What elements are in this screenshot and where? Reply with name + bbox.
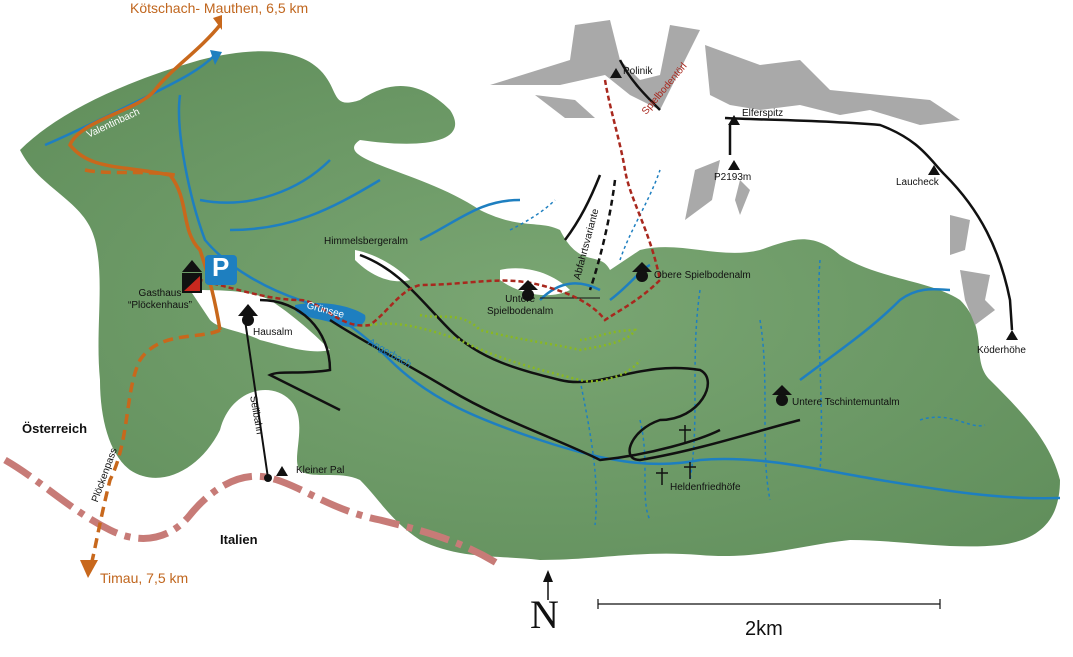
gasthaus-label: Gasthaus“Plöckenhaus” bbox=[128, 288, 192, 312]
north-arrow-icon bbox=[543, 570, 553, 600]
peak-icons bbox=[276, 68, 1018, 476]
scale-bar bbox=[597, 599, 941, 609]
untere-spielbodenalm-2: Spielbodenalm bbox=[487, 306, 554, 317]
scale-label: 2km bbox=[745, 618, 783, 640]
north-arrow-label: N bbox=[530, 592, 559, 637]
peak-p2193: P2193m bbox=[714, 172, 752, 183]
place-untere-tschintemuntalm: Untere Tschintemuntalm bbox=[792, 397, 900, 408]
cemetery-icons bbox=[656, 425, 696, 485]
peak-polinik: Polinik bbox=[623, 66, 653, 77]
place-himmelsbergeralm: Himmelsbergeralm bbox=[324, 236, 408, 247]
rock-areas bbox=[490, 20, 995, 325]
peak-laucheck: Laucheck bbox=[896, 177, 939, 188]
trails bbox=[259, 59, 1014, 462]
gasthaus-name-2: “Plöckenhaus” bbox=[128, 300, 192, 311]
roads bbox=[67, 23, 222, 571]
gasthaus-name-1: Gasthaus bbox=[138, 288, 182, 299]
hut-icons bbox=[182, 260, 792, 482]
route-south-label: Timau, 7,5 km bbox=[100, 570, 189, 586]
red-trail bbox=[199, 79, 662, 327]
place-obere-spielbodenalm: Obere Spielbodenalm bbox=[654, 270, 751, 281]
parking-label: P bbox=[212, 252, 230, 282]
place-heldenfriedhoefe: Heldenfriedhöfe bbox=[670, 482, 741, 493]
peak-koederhoehe: Köderhöhe bbox=[977, 345, 1026, 356]
parking-icon bbox=[205, 255, 237, 285]
country-italy: Italien bbox=[220, 532, 258, 547]
terrain-area bbox=[20, 51, 1060, 561]
national-border bbox=[3, 456, 502, 568]
route-north-label: Kötschach- Mauthen, 6,5 km bbox=[130, 0, 309, 16]
cable-car-line bbox=[244, 319, 269, 479]
place-hausalm: Hausalm bbox=[253, 327, 293, 338]
country-austria: Österreich bbox=[22, 421, 88, 436]
untere-spielbodenalm-1: Untere bbox=[505, 294, 536, 305]
peak-kleiner-pal: Kleiner Pal bbox=[296, 465, 345, 476]
peak-elferspitz: Elferspitz bbox=[742, 108, 784, 119]
